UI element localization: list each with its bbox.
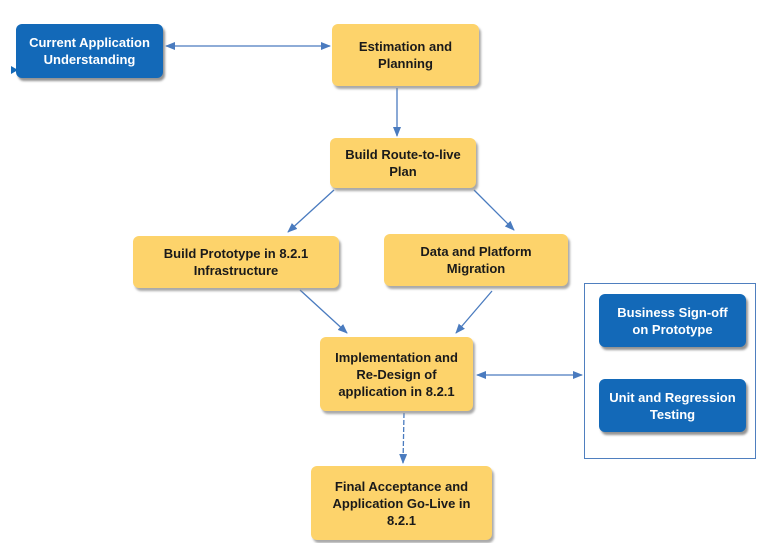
estimation-label: Estimation and Planning [358,39,453,71]
business-signoff-node: Business Sign-off on Prototype [599,294,746,347]
route-to-live-node: Build Route-to-live Plan [330,138,476,188]
current-application-node: Current Application Understanding [16,24,163,78]
prototype-label: Build Prototype in 8.2.1 Infrastructure [163,246,309,278]
data-migration-label: Data and Platform Migration [420,244,532,276]
corner-mark [11,66,18,74]
business-signoff-label: Business Sign-off on Prototype [617,304,728,337]
current-application-label: Current Application Understanding [29,35,150,67]
final-acceptance-node: Final Acceptance and Application Go-Live… [311,466,492,540]
data-migration-node: Data and Platform Migration [384,234,568,286]
implementation-label: Implementation and Re-Design of applicat… [335,349,458,399]
final-acceptance-label: Final Acceptance and Application Go-Live… [332,478,471,528]
prototype-node: Build Prototype in 8.2.1 Infrastructure [133,236,339,288]
connector-route-to-prototype [287,189,335,233]
unit-testing-label: Unit and Regression Testing [609,389,736,422]
connector-prototype-to-implementation [299,289,348,334]
implementation-node: Implementation and Re-Design of applicat… [320,337,473,411]
connector-implementation-to-final [399,412,408,464]
route-to-live-label: Build Route-to-live Plan [345,147,461,179]
connector-route-to-migration [473,189,515,231]
connector-migration-to-implementation [455,290,493,334]
unit-testing-node: Unit and Regression Testing [599,379,746,432]
estimation-node: Estimation and Planning [332,24,479,86]
